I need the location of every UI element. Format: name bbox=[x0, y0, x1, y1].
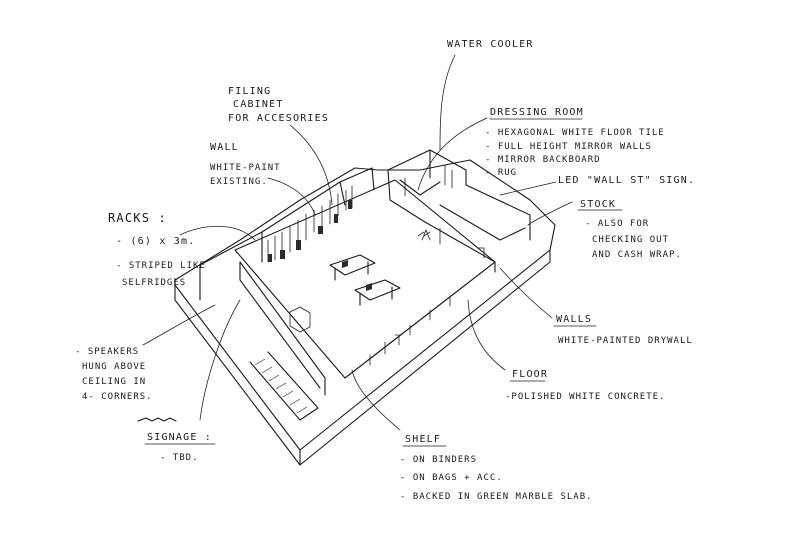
cabinet-unit bbox=[289, 306, 311, 333]
dressing-room-item-2: - FULL HEIGHT MIRROR WALLS bbox=[485, 142, 652, 152]
label-water-cooler: WATER COOLER bbox=[447, 39, 534, 50]
scribble-mark bbox=[137, 417, 177, 422]
leader-stock bbox=[527, 201, 573, 226]
building-drawing bbox=[174, 149, 556, 466]
shelf-detail bbox=[369, 295, 451, 366]
right-wall bbox=[424, 221, 496, 273]
label-speakers-4: 4- CORNERS. bbox=[82, 392, 153, 402]
slab-front-edge bbox=[174, 284, 301, 466]
table-2 bbox=[354, 279, 401, 306]
label-wall-line-2: EXISTING. bbox=[210, 177, 268, 187]
label-filing-cabinet-3: FOR ACCESORIES bbox=[228, 113, 329, 124]
dressing-room-mirror bbox=[404, 164, 453, 197]
label-racks-line-2: - STRIPED LIKE bbox=[116, 261, 206, 271]
label-shelf: SHELF bbox=[405, 434, 441, 445]
label-racks: RACKS : bbox=[108, 211, 167, 225]
leader-filing-cabinet bbox=[289, 124, 333, 206]
label-racks-line-1: - (6) x 3m. bbox=[116, 236, 195, 247]
label-floor-line-1: -POLISHED WHITE CONCRETE. bbox=[505, 392, 665, 402]
leader-floor bbox=[467, 299, 506, 371]
rack-hangers bbox=[267, 185, 353, 263]
label-signage: SIGNAGE : bbox=[147, 432, 212, 443]
table-items bbox=[342, 260, 372, 291]
label-walls-line-1: WHITE-PAINTED DRYWALL bbox=[558, 336, 693, 346]
leader-shelf bbox=[351, 369, 401, 431]
label-filing-cabinet-2: CABINET bbox=[233, 99, 284, 110]
right-wall-detail bbox=[439, 227, 485, 259]
leader-racks bbox=[179, 225, 256, 241]
front-wall bbox=[344, 261, 496, 379]
leader-led-sign bbox=[499, 181, 557, 196]
label-racks-line-3: SELFRIDGES bbox=[122, 278, 186, 288]
dressing-room-walls bbox=[387, 149, 467, 223]
stock-room-walls bbox=[439, 184, 531, 241]
stair-hatching bbox=[254, 358, 308, 414]
dressing-room-item-1: - HEXAGONAL WHITE FLOOR TILE bbox=[485, 128, 665, 138]
plant bbox=[417, 228, 431, 241]
leader-speakers bbox=[142, 304, 216, 346]
label-filing-cabinet-1: FILING bbox=[228, 86, 271, 97]
label-signage-line-1: - TBD. bbox=[160, 453, 199, 463]
stair-outline bbox=[249, 351, 319, 421]
back-left-wall bbox=[199, 167, 375, 301]
label-shelf-line-3: - BACKED IN GREEN MARBLE SLAB. bbox=[400, 492, 593, 502]
label-stock: STOCK bbox=[580, 199, 616, 210]
leader-signage bbox=[199, 299, 241, 421]
leader-wall bbox=[267, 177, 316, 216]
leader-dressing-room bbox=[417, 117, 488, 191]
dressing-room-item-3: - MIRROR BACKBOARD bbox=[485, 155, 601, 165]
annotations: WATER COOLER FILING CABINET FOR ACCESORI… bbox=[75, 39, 695, 502]
slab-right-edge bbox=[299, 249, 551, 466]
leader-lines bbox=[142, 54, 573, 431]
label-floor: FLOOR bbox=[512, 369, 548, 380]
rack-clothes bbox=[268, 200, 352, 262]
label-dressing-room: DRESSING ROOM bbox=[490, 107, 584, 118]
label-shelf-line-2: - ON BAGS + ACC. bbox=[400, 473, 503, 483]
leader-walls bbox=[499, 267, 553, 319]
label-led-sign: LED "WALL ST" SIGN. bbox=[558, 175, 695, 186]
table-1 bbox=[329, 254, 376, 281]
inner-floor bbox=[234, 179, 496, 379]
label-wall: WALL bbox=[210, 142, 239, 153]
left-partition bbox=[239, 261, 326, 396]
outer-slab bbox=[174, 159, 556, 451]
leader-water-cooler bbox=[439, 54, 456, 151]
label-walls: WALLS bbox=[556, 314, 592, 325]
label-stock-line-2: CHECKING OUT bbox=[592, 235, 669, 245]
label-speakers-2: HUNG ABOVE bbox=[82, 362, 146, 372]
label-speakers-3: CEILING IN bbox=[82, 377, 146, 387]
dressing-room-item-4: - RUG bbox=[485, 168, 517, 178]
label-speakers-1: - SPEAKERS bbox=[75, 347, 139, 357]
label-shelf-line-1: - ON BINDERS bbox=[400, 455, 477, 465]
label-stock-line-1: - ALSO FOR bbox=[585, 219, 649, 229]
label-stock-line-3: AND CASH WRAP. bbox=[592, 250, 682, 260]
label-wall-line-1: WHITE-PAINT bbox=[210, 163, 281, 173]
